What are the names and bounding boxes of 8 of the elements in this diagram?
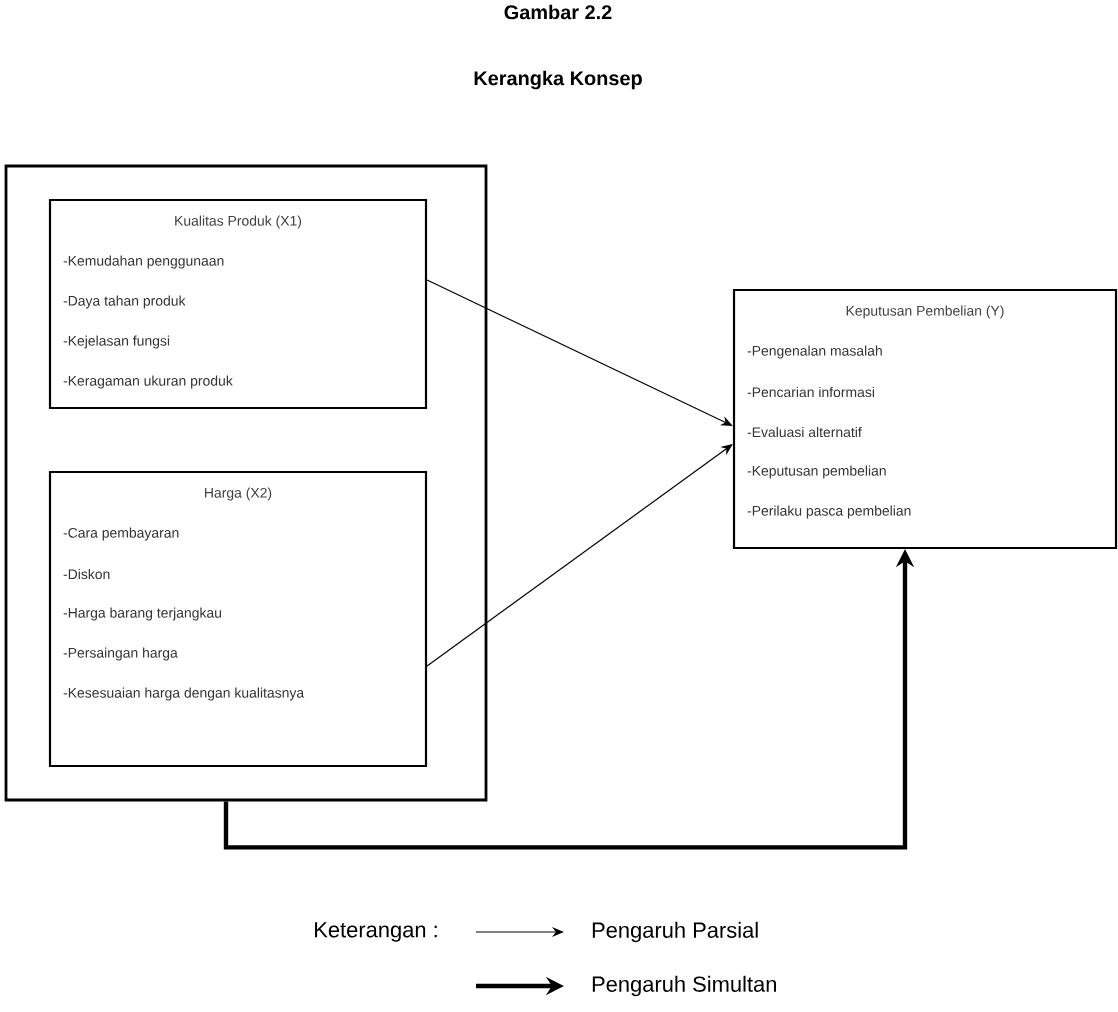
arrow [426,279,733,426]
legend-text: Pengaruh Simultan [592,975,776,997]
legend-text: Pengaruh Parsial [592,921,758,943]
outer-frame [4,164,488,802]
heading: Kerangka Konsep [474,70,642,90]
figure-title: Gambar 2.2 [504,4,612,20]
arrow [426,444,733,667]
legend-heading: Keterangan : [315,922,437,942]
